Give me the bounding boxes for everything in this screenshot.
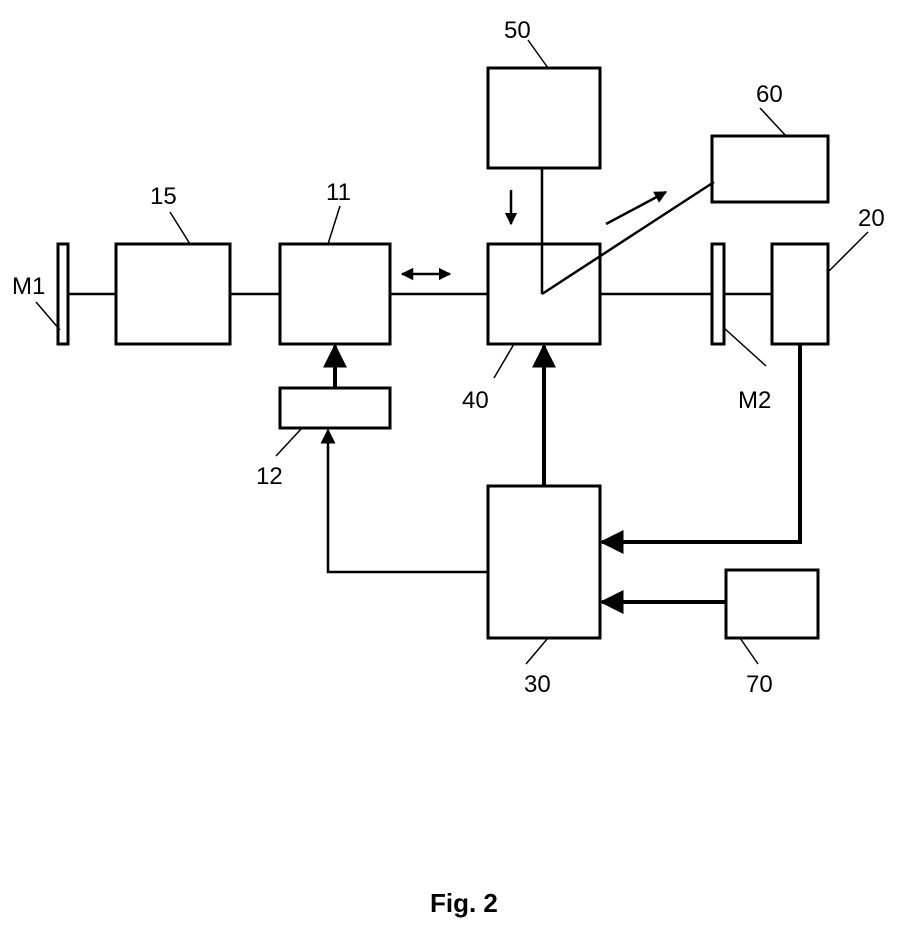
block-11 (280, 244, 390, 344)
leader-m1 (36, 302, 60, 330)
arrow-30-to-12 (328, 430, 488, 572)
arrow-20-to-30 (602, 344, 800, 542)
label-50: 50 (504, 17, 531, 44)
leader-11 (328, 206, 340, 244)
leader-70 (740, 638, 758, 664)
label-30: 30 (524, 671, 551, 698)
leader-15 (170, 212, 190, 244)
leader-40 (494, 344, 514, 378)
label-15: 15 (150, 183, 177, 210)
label-11: 11 (326, 179, 351, 206)
block-60 (712, 136, 828, 202)
label-60: 60 (756, 81, 783, 108)
leader-50 (528, 40, 548, 68)
label-20: 20 (858, 205, 885, 232)
beam-to-60 (542, 182, 714, 294)
leader-20 (828, 232, 868, 272)
block-12 (280, 388, 390, 428)
leader-m2 (724, 328, 766, 366)
label-m1: M1 (12, 273, 45, 300)
label-70: 70 (746, 671, 773, 698)
leader-12 (276, 428, 302, 456)
label-m2: M2 (738, 387, 771, 414)
block-15 (116, 244, 230, 344)
label-40: 40 (462, 387, 489, 414)
figure-caption: Fig. 2 (430, 888, 498, 918)
block-30 (488, 486, 600, 638)
block-70 (726, 570, 818, 638)
label-12: 12 (256, 463, 283, 490)
leader-30 (526, 638, 548, 664)
block-20 (772, 244, 828, 344)
block-50 (488, 68, 600, 168)
mirror-m2 (712, 244, 724, 344)
leader-60 (760, 108, 786, 136)
